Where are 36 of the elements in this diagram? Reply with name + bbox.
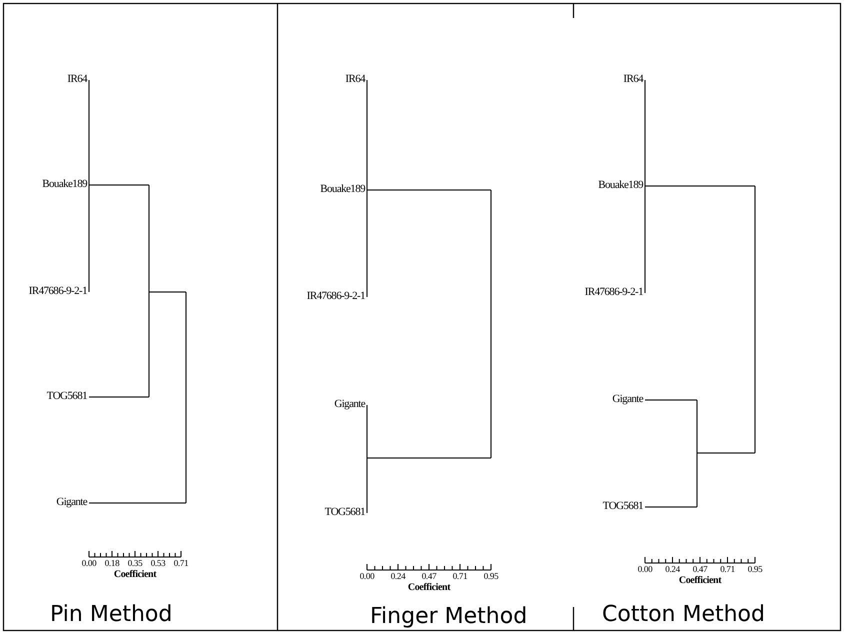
panel-title: Pin Method (50, 604, 172, 626)
leaf-label: TOG5681 (324, 506, 365, 518)
leaf-label: Bouake189 (598, 180, 643, 191)
tick-label: 0.00 (360, 572, 374, 581)
tick-label: 0.95 (484, 572, 498, 581)
leaf-label: IR47686-9-2-1 (306, 290, 365, 302)
panel-title: Cotton Method (602, 604, 765, 626)
tick-label: 0.00 (82, 559, 96, 568)
leaf-label: IR47686-9-2-1 (584, 286, 643, 298)
leaf-label: IR47686-9-2-1 (28, 286, 87, 297)
tick-label: 0.71 (720, 565, 735, 574)
leaf-label: IR64 (67, 74, 87, 85)
axis-title: Coefficient (408, 583, 450, 593)
leaf-label: TOG5681 (46, 390, 87, 402)
leaf-label: TOG5681 (602, 500, 643, 512)
tick-label: 0.24 (390, 572, 406, 581)
panel-title: Finger Method (370, 606, 528, 628)
leaf-label: Gigante (612, 394, 643, 405)
tick-label: 0.00 (638, 565, 652, 574)
leaf-label: Bouake189 (42, 178, 87, 190)
tick-label: 0.95 (748, 565, 762, 574)
leaf-label: Gigante (334, 398, 365, 410)
tick-label: 0.47 (422, 572, 436, 581)
leaf-label: IR64 (623, 74, 643, 85)
leaf-label: Bouake189 (320, 184, 365, 195)
tick-label: 0.18 (104, 559, 120, 568)
axis-title: Coefficient (114, 570, 156, 580)
axis-title: Coefficient (678, 576, 722, 586)
leaf-label: Gigante (56, 496, 87, 508)
leaf-label: IR64 (345, 74, 365, 85)
tick-label: 0.47 (692, 565, 708, 574)
tick-label: 0.71 (174, 559, 188, 568)
tick-label: 0.71 (452, 572, 468, 581)
tick-label: 0.35 (128, 559, 142, 568)
tick-label: 0.53 (150, 559, 166, 568)
tick-label: 0.24 (665, 565, 680, 574)
